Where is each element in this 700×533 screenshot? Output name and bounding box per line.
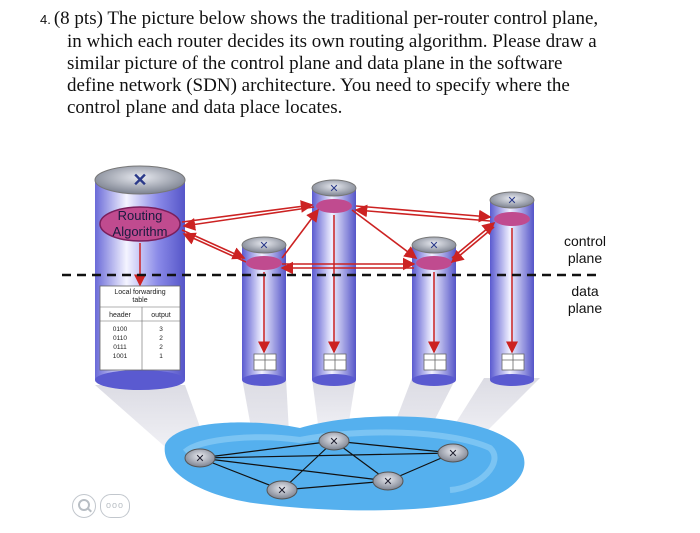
svg-text:3: 3 (159, 326, 163, 333)
down-arrows (134, 215, 518, 354)
svg-text:✕: ✕ (383, 476, 392, 488)
svg-text:2: 2 (159, 335, 163, 342)
data-plane-label-2: plane (568, 300, 602, 316)
control-arrows (181, 200, 496, 275)
network-router-2: ✕ (266, 480, 298, 500)
svg-text:✕: ✕ (507, 195, 516, 207)
network-router-1: ✕ (184, 448, 216, 468)
question-number: 4. (40, 12, 51, 27)
control-plane-label-1: control (564, 233, 606, 249)
svg-text:1: 1 (159, 353, 163, 360)
network-router-5: ✕ (437, 443, 469, 463)
svg-text:table: table (132, 297, 147, 304)
question-text: 4.(8 pts) The picture below shows the tr… (40, 8, 690, 119)
svg-text:output: output (151, 312, 171, 319)
svg-text:1001: 1001 (113, 353, 128, 360)
svg-text:✕: ✕ (329, 183, 338, 195)
question-line-5: control plane and data place locates. (67, 97, 343, 118)
svg-text:✕: ✕ (429, 240, 438, 252)
router-cylinder-2: ✕ (241, 236, 287, 386)
more-options-button[interactable]: ooo (100, 494, 130, 518)
network-router-3: ✕ (318, 431, 350, 451)
svg-text:✕: ✕ (277, 485, 286, 497)
svg-text:✕: ✕ (259, 240, 268, 252)
svg-text:2: 2 (159, 344, 163, 351)
small-tables (253, 353, 525, 371)
routing-algorithm-label-1: Routing (118, 208, 163, 223)
data-plane-label-1: data (571, 283, 598, 299)
svg-text:0110: 0110 (113, 335, 127, 342)
question-line-3: similar picture of the control plane and… (67, 53, 563, 74)
network-router-4: ✕ (372, 471, 404, 491)
svg-text:✕: ✕ (448, 448, 457, 460)
question-line-2: in which each router decides its own rou… (67, 31, 597, 52)
svg-text:header: header (109, 312, 131, 319)
question-line-4: define network (SDN) architecture. You n… (67, 75, 570, 96)
svg-text:0111: 0111 (113, 344, 127, 351)
svg-text:0100: 0100 (113, 326, 128, 333)
question-line-1: 4.(8 pts) The picture below shows the tr… (40, 8, 599, 29)
svg-text:✕: ✕ (329, 436, 338, 448)
zoom-icon[interactable] (72, 494, 96, 518)
local-forwarding-table: Local forwarding table header output 010… (99, 285, 181, 371)
routing-algorithm-label-2: Algorithm (113, 224, 168, 239)
control-plane-label-2: plane (568, 250, 602, 266)
svg-text:✕: ✕ (195, 453, 204, 465)
network-cloud (164, 416, 525, 511)
svg-text:✕: ✕ (132, 170, 147, 190)
svg-text:Local forwarding: Local forwarding (114, 289, 165, 296)
